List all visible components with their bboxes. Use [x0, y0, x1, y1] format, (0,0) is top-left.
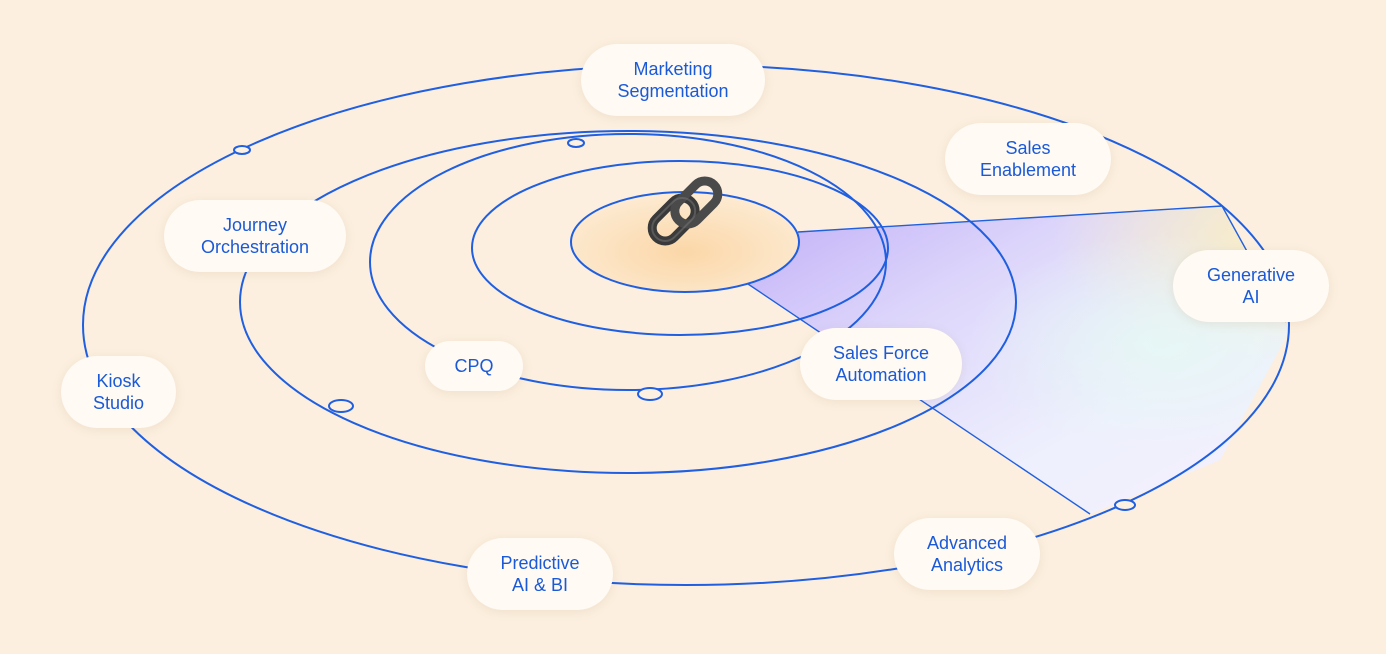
label-line: Kiosk [96, 371, 141, 391]
label-line: Studio [92, 393, 145, 413]
orbit-node [233, 145, 251, 155]
label-line: Predictive [500, 553, 580, 573]
orbit-node [1114, 499, 1136, 511]
label-line: Sales [1005, 138, 1051, 158]
label-line: Orchestration [200, 237, 310, 257]
label-predictive-ai-bi[interactable]: Predictive AI & BI [467, 538, 613, 610]
label-line: Marketing [633, 59, 713, 79]
label-marketing-segmentation[interactable]: Marketing Segmentation [581, 44, 765, 116]
label-journey-orchestration[interactable]: Journey Orchestration [164, 200, 346, 272]
label-line: Journey [222, 215, 288, 235]
label-kiosk-studio[interactable]: Kiosk Studio [61, 356, 176, 428]
label-line: Generative [1206, 265, 1296, 285]
label-line: Enablement [979, 160, 1077, 180]
core-disc [570, 191, 800, 293]
label-sales-enablement[interactable]: Sales Enablement [945, 123, 1111, 195]
label-line: Analytics [930, 555, 1004, 575]
label-line: Sales Force [832, 343, 930, 363]
orbit-ring-inner [471, 160, 889, 336]
label-line: Advanced [926, 533, 1008, 553]
label-line: Automation [835, 365, 927, 385]
label-cpq[interactable]: CPQ [425, 341, 523, 391]
label-sales-force-automation[interactable]: Sales Force Automation [800, 328, 962, 400]
label-line: CPQ [454, 356, 494, 376]
orbit-node [328, 399, 354, 413]
label-advanced-analytics[interactable]: Advanced Analytics [894, 518, 1040, 590]
orbit-node [567, 138, 585, 148]
label-line: Segmentation [617, 81, 729, 101]
label-line: AI & BI [511, 575, 569, 595]
label-line: AI [1242, 287, 1260, 307]
interlocking-links-logo-icon [647, 176, 723, 246]
orbit-node [637, 387, 663, 401]
orbit-ring-third [239, 130, 1017, 474]
label-generative-ai[interactable]: Generative AI [1173, 250, 1329, 322]
